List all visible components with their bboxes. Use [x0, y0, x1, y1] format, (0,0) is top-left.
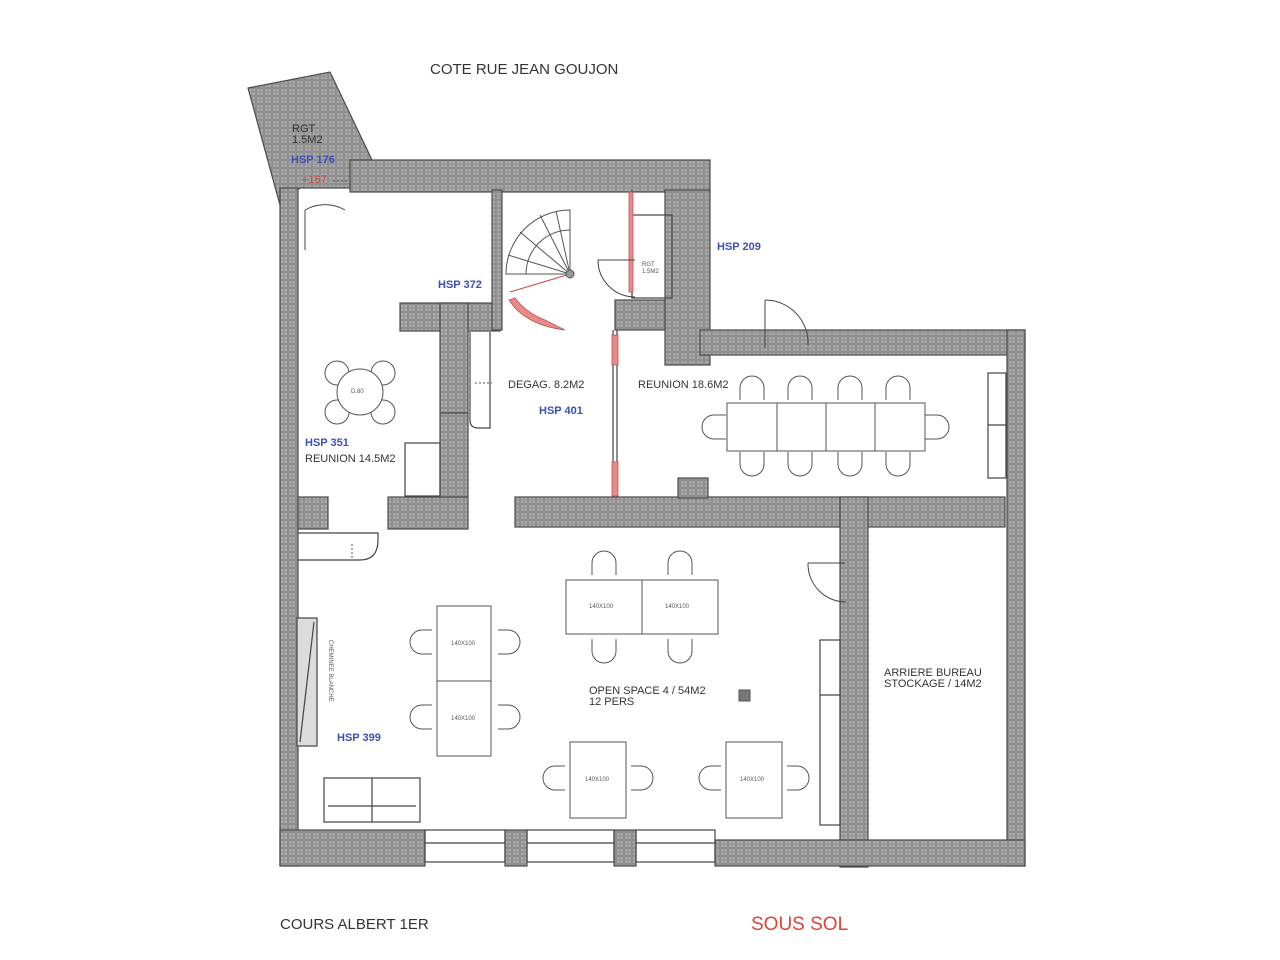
hsp-label: HSP 372 — [438, 279, 482, 291]
conference-table-icon — [701, 375, 950, 477]
room-name: RGT — [292, 123, 316, 135]
room-name: OPEN SPACE 4 / 54M2 — [589, 685, 706, 697]
desk-label: 140X100 — [589, 604, 614, 610]
room-area: 1.5M2 — [292, 134, 323, 146]
door-icon — [597, 259, 636, 298]
room-name: REUNION 18.6M2 — [638, 379, 729, 391]
table-size: D.80 — [351, 389, 364, 395]
hsp-label: HSP 399 — [337, 732, 381, 744]
hsp-label: HSP 209 — [717, 241, 761, 253]
room-name: RGT — [642, 262, 655, 268]
board-label: CHEMINEE BLANCHE — [327, 640, 333, 702]
floor-name: SOUS SOL — [751, 914, 849, 935]
hsp-label: HSP 176 — [291, 154, 335, 166]
round-table-icon — [324, 360, 396, 425]
desk-label: 140X100 — [451, 716, 476, 722]
desk-label: 140X100 — [665, 604, 690, 610]
desks — [409, 550, 810, 819]
desk-label: 140X100 — [585, 777, 610, 783]
room-area: 1.5M2 — [642, 269, 659, 275]
doors — [304, 204, 847, 603]
hsp-label: HSP 401 — [539, 405, 583, 417]
spiral-staircase-icon — [505, 209, 575, 293]
desk-label: 140X100 — [740, 777, 765, 783]
street-label-bottom: COURS ALBERT 1ER — [280, 916, 429, 933]
desk-label: 140X100 — [451, 641, 476, 647]
door-icon — [807, 562, 847, 603]
room-name: ARRIERE BUREAU — [884, 667, 982, 679]
door-icon — [304, 204, 346, 250]
street-label-top: COTE RUE JEAN GOUJON — [430, 61, 619, 78]
elevation-label: +167 — [302, 174, 327, 186]
room-name: REUNION 14.5M2 — [305, 453, 396, 465]
room-name: DEGAG. 8.2M2 — [508, 379, 585, 391]
room-subtitle: STOCKAGE / 14M2 — [884, 678, 982, 690]
door-icon — [764, 299, 809, 348]
red-accents — [508, 191, 634, 497]
hsp-label: HSP 351 — [305, 437, 349, 449]
room-capacity: 12 PERS — [589, 696, 635, 708]
